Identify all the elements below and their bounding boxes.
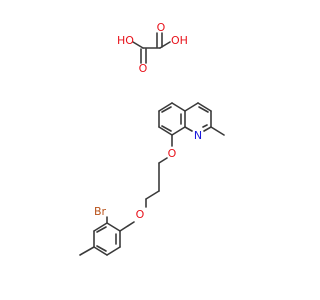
bromo-methyl-phenyl-ring: Br [79, 205, 135, 256]
bond-q-c4-c3-inner [198, 106, 209, 113]
atom-label-oh: OH [171, 34, 188, 47]
bond-o2-c1 [119, 221, 135, 232]
bond-q-c4a-c4 [184, 102, 199, 112]
atom-label-n: N [194, 129, 202, 142]
bond-c1-o-ho [132, 41, 144, 49]
bond-q-c2-n-inner [202, 124, 208, 128]
atom-label-o-ether-2: O [136, 208, 145, 221]
bond-q-c4-c3 [197, 102, 212, 112]
bond-p-c4-c5-inner [96, 245, 107, 252]
propoxy-linker: O O [136, 134, 177, 221]
bond-p-c4-methyl [79, 246, 95, 256]
atom-label-br: Br [94, 205, 107, 218]
atom-label-o-bottom: O [139, 62, 148, 75]
bond-q-c4a-c5 [171, 102, 186, 112]
quinoline-ring-system: N [158, 102, 225, 142]
bond-p-c2-c3-inner [96, 226, 107, 233]
bond-o1-ch2a [158, 157, 168, 164]
atom-label-o-ether-1: O [168, 147, 177, 160]
bond-p-c2-c3 [93, 222, 108, 232]
bond-q-n-c8a [184, 126, 193, 132]
bond-q-c2-n [203, 126, 212, 132]
atom-label-o-top: O [157, 21, 166, 34]
bond-q-c5-c6 [158, 102, 173, 112]
bond-q-c7-c8-inner [161, 125, 172, 132]
oxalic-acid-structure: HO OH O O [117, 21, 188, 75]
bond-p-c4-c5 [93, 246, 108, 256]
bond-q-c8-c8a [171, 126, 186, 136]
bond-q-c5-c6-inner [161, 106, 172, 113]
bond-p-c5-c6 [106, 246, 121, 256]
molecule-canvas: HO OH O O N O O [79, 21, 225, 256]
atom-label-ho: HO [117, 34, 134, 47]
bond-q-c7-c8 [158, 126, 173, 136]
bond-q-c2-methyl [210, 126, 225, 136]
bond-p-c1-c2 [106, 222, 121, 232]
bond-ch2b-ch2c [145, 190, 160, 200]
